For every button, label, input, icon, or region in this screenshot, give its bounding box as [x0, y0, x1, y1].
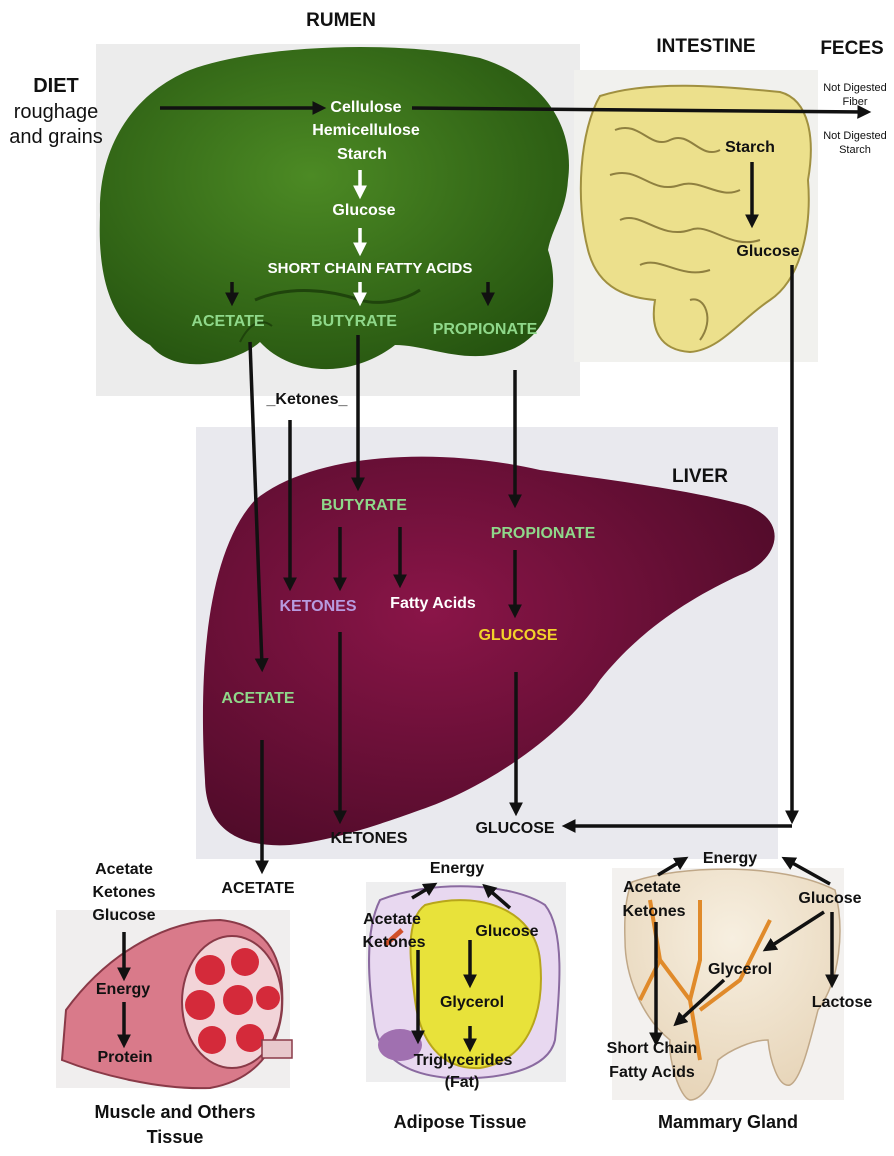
header-rumen: RUMEN	[306, 10, 376, 31]
blood-glucose: GLUCOSE	[475, 820, 554, 837]
mammary-acetate: Acetate	[623, 879, 681, 896]
adipose-caption: Adipose Tissue	[394, 1112, 527, 1132]
header-intestine: INTESTINE	[656, 36, 755, 57]
feces-fiber-line2: Fiber	[842, 96, 867, 108]
diet-line1: roughage	[14, 101, 99, 123]
muscle-protein: Protein	[97, 1049, 152, 1066]
muscle-caption-line2: Tissue	[147, 1127, 204, 1147]
mammary-lactose: Lactose	[812, 994, 873, 1011]
adipose-triglycerides: Triglycerides	[414, 1052, 513, 1069]
blood-acetate: ACETATE	[221, 880, 295, 897]
liver-butyrate: BUTYRATE	[321, 497, 407, 514]
muscle-in-glucose: Glucose	[92, 907, 155, 924]
liver-ketones: KETONES	[279, 598, 356, 615]
feces-starch-line2: Starch	[839, 144, 871, 156]
adipose-glucose: Glucose	[475, 923, 538, 940]
mammary-energy: Energy	[703, 850, 757, 867]
diet-line2: and grains	[9, 126, 102, 148]
rumen-glucose: Glucose	[332, 202, 395, 219]
muscle-in-acetate: Acetate	[95, 861, 153, 878]
liver-fatty-acids: Fatty Acids	[390, 595, 476, 612]
muscle-caption-line1: Muscle and Others	[94, 1102, 255, 1122]
adipose-acetate: Acetate	[363, 911, 421, 928]
adipose-glycerol: Glycerol	[440, 994, 504, 1011]
rumen-acetate: ACETATE	[191, 313, 265, 330]
liver-propionate: PROPIONATE	[491, 525, 596, 542]
adipose-fat: (Fat)	[445, 1074, 480, 1091]
mammary-glycerol: Glycerol	[708, 961, 772, 978]
mammary-scfa-line1: Short Chain	[607, 1040, 698, 1057]
blood-ketones: KETONES	[330, 830, 407, 847]
rumen-scfa: SHORT CHAIN FATTY ACIDS	[268, 260, 473, 277]
header-feces: FECES	[820, 38, 883, 59]
mammary-glucose: Glucose	[798, 890, 861, 907]
liver-glucose: GLUCOSE	[478, 627, 557, 644]
mammary-scfa-line2: Fatty Acids	[609, 1064, 695, 1081]
header-liver: LIVER	[672, 466, 728, 487]
intestine-starch: Starch	[725, 139, 775, 156]
muscle-energy: Energy	[96, 981, 150, 998]
liver-acetate: ACETATE	[221, 690, 295, 707]
muscle-in-ketones: Ketones	[92, 884, 155, 901]
rumen-hemicellulose: Hemicellulose	[312, 122, 420, 139]
rumen-propionate: PROPIONATE	[433, 321, 538, 338]
rumen-starch: Starch	[337, 146, 387, 163]
feces-fiber-line1: Not Digested	[823, 82, 887, 94]
mammary-ketones: Ketones	[622, 903, 685, 920]
adipose-ketones: Ketones	[362, 934, 425, 951]
ketones-mid-label: _Ketones_	[266, 391, 349, 408]
feces-starch-line1: Not Digested	[823, 130, 887, 142]
rumen-butyrate: BUTYRATE	[311, 313, 397, 330]
adipose-energy: Energy	[430, 860, 484, 877]
mammary-caption: Mammary Gland	[658, 1112, 798, 1132]
diet-title: DIET	[33, 75, 79, 97]
rumen-cellulose: Cellulose	[330, 99, 401, 116]
intestine-glucose: Glucose	[736, 243, 799, 260]
